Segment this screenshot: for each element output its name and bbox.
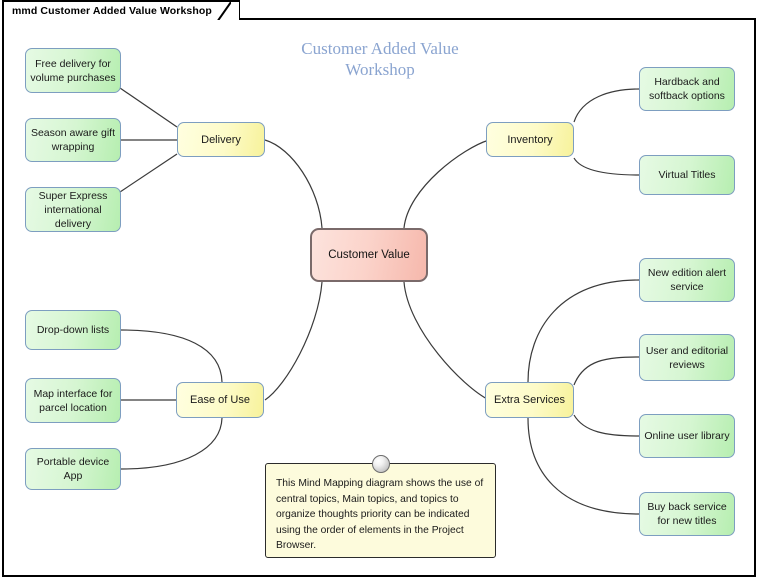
note-box[interactable]: This Mind Mapping diagram shows the use … (265, 455, 496, 558)
diagram-tab-label: mmd Customer Added Value Workshop (12, 5, 212, 17)
topic-free-delivery[interactable]: Free delivery for volume purchases (25, 48, 121, 93)
topic-super-express-delivery[interactable]: Super Express international delivery (25, 187, 121, 232)
topic-buy-back-service[interactable]: Buy back service for new titles (639, 492, 735, 536)
topic-hardback-softback-options-label: Hardback and softback options (649, 76, 725, 102)
diagram-tab[interactable]: mmd Customer Added Value Workshop (2, 0, 240, 20)
topic-buy-back-service-label: Buy back service for new titles (647, 501, 727, 527)
topic-user-editorial-reviews-label: User and editorial reviews (645, 344, 729, 371)
main-topic-extra-services[interactable]: Extra Services (485, 382, 574, 418)
topic-map-interface-label: Map interface for parcel location (33, 387, 113, 414)
topic-virtual-titles[interactable]: Virtual Titles (639, 155, 735, 195)
topic-user-editorial-reviews[interactable]: User and editorial reviews (639, 334, 735, 381)
main-topic-inventory[interactable]: Inventory (486, 122, 574, 157)
topic-hardback-softback-options[interactable]: Hardback and softback options (639, 67, 735, 111)
topic-virtual-titles-label: Virtual Titles (658, 169, 716, 181)
tab-slant-edge (217, 2, 239, 20)
central-topic-label: Customer Value (328, 249, 410, 261)
note-pin-icon (371, 455, 390, 473)
topic-free-delivery-label: Free delivery for volume purchases (30, 57, 116, 84)
topic-season-aware-gift-wrapping[interactable]: Season aware gift wrapping (25, 118, 121, 162)
central-topic-node[interactable]: Customer Value (310, 228, 428, 282)
topic-season-aware-gift-wrapping-label: Season aware gift wrapping (30, 127, 116, 153)
diagram-title: Customer Added Value Workshop (0, 38, 760, 80)
topic-portable-device-app[interactable]: Portable device App (25, 448, 121, 490)
note-text: This Mind Mapping diagram shows the use … (276, 478, 484, 551)
main-topic-ease-of-use[interactable]: Ease of Use (176, 382, 264, 418)
topic-drop-down-lists[interactable]: Drop-down lists (25, 310, 121, 350)
topic-portable-device-app-label: Portable device App (36, 456, 110, 482)
main-topic-delivery-label: Delivery (201, 133, 241, 146)
main-topic-extra-services-label: Extra Services (494, 394, 565, 406)
main-topic-delivery[interactable]: Delivery (177, 122, 265, 157)
topic-map-interface[interactable]: Map interface for parcel location (25, 378, 121, 423)
topic-online-user-library[interactable]: Online user library (639, 414, 735, 458)
topic-super-express-delivery-label: Super Express international delivery (38, 189, 108, 230)
topic-new-edition-alert-service-label: New edition alert service (647, 267, 727, 293)
diagram-title-line1: Customer Added Value (301, 39, 459, 58)
diagram-title-line2: Workshop (345, 60, 415, 79)
topic-online-user-library-label: Online user library (644, 430, 730, 442)
main-topic-inventory-label: Inventory (507, 133, 553, 146)
topic-new-edition-alert-service[interactable]: New edition alert service (639, 258, 735, 302)
main-topic-ease-of-use-label: Ease of Use (190, 394, 250, 406)
topic-drop-down-lists-label: Drop-down lists (36, 324, 110, 336)
